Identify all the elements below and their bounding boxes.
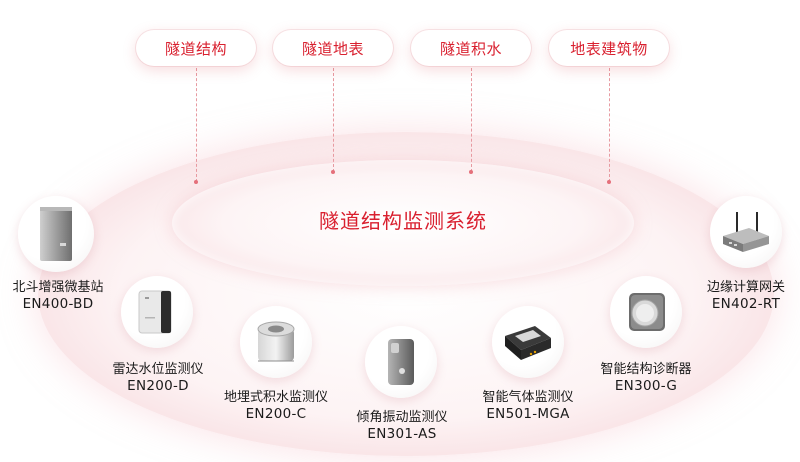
center-title: 隧道结构监测系统 bbox=[319, 209, 487, 233]
gas-monitor-icon bbox=[505, 326, 551, 360]
category-label: 地表建筑物 bbox=[570, 39, 648, 58]
device-disc bbox=[18, 196, 94, 272]
device-disc bbox=[610, 276, 682, 348]
device-name: 边缘计算网关 bbox=[706, 280, 786, 295]
connector-dot bbox=[607, 180, 611, 184]
category-pill-tunnel-structure: 隧道结构 bbox=[136, 30, 256, 66]
device-model: EN200-D bbox=[127, 378, 189, 394]
connector-dot bbox=[331, 170, 335, 174]
buried-water-monitor-icon bbox=[257, 321, 295, 362]
connector-line bbox=[471, 68, 472, 172]
device-model: EN400-BD bbox=[22, 296, 94, 312]
connector-dot bbox=[194, 180, 198, 184]
tilt-vibration-monitor-icon bbox=[388, 339, 414, 385]
device-name: 地埋式积水监测仪 bbox=[223, 390, 329, 405]
structure-diagnoser-icon bbox=[629, 293, 665, 331]
device-model: EN501-MGA bbox=[486, 406, 570, 422]
connector-line bbox=[609, 68, 610, 182]
device-disc bbox=[710, 196, 782, 268]
device-disc bbox=[240, 306, 312, 378]
device-disc bbox=[365, 326, 437, 398]
connector-line bbox=[333, 68, 334, 172]
beidou-base-station-icon bbox=[40, 207, 72, 261]
category-pill-tunnel-surface: 隧道地表 bbox=[273, 30, 393, 66]
device-name: 雷达水位监测仪 bbox=[112, 362, 204, 377]
connector-dot bbox=[469, 170, 473, 174]
category-label: 隧道地表 bbox=[301, 39, 364, 58]
category-label: 隧道结构 bbox=[164, 39, 227, 58]
category-pill-surface-buildings: 地表建筑物 bbox=[549, 30, 669, 66]
device-disc bbox=[492, 306, 564, 378]
device-name: 智能气体监测仪 bbox=[482, 390, 574, 405]
device-name: 北斗增强微基站 bbox=[12, 280, 104, 295]
edge-gateway-icon bbox=[723, 212, 769, 252]
device-model: EN300-G bbox=[614, 378, 678, 394]
device-model: EN301-AS bbox=[367, 426, 437, 442]
connector-line bbox=[196, 68, 197, 182]
device-model: EN402-RT bbox=[711, 296, 781, 312]
device-name: 智能结构诊断器 bbox=[600, 362, 692, 377]
device-disc bbox=[121, 276, 193, 348]
inner-ring bbox=[172, 160, 634, 286]
radar-water-level-icon bbox=[138, 290, 172, 334]
category-label: 隧道积水 bbox=[439, 39, 502, 58]
device-name: 倾角振动监测仪 bbox=[356, 410, 448, 425]
device-model: EN200-C bbox=[245, 406, 307, 422]
category-pill-tunnel-water: 隧道积水 bbox=[411, 30, 531, 66]
